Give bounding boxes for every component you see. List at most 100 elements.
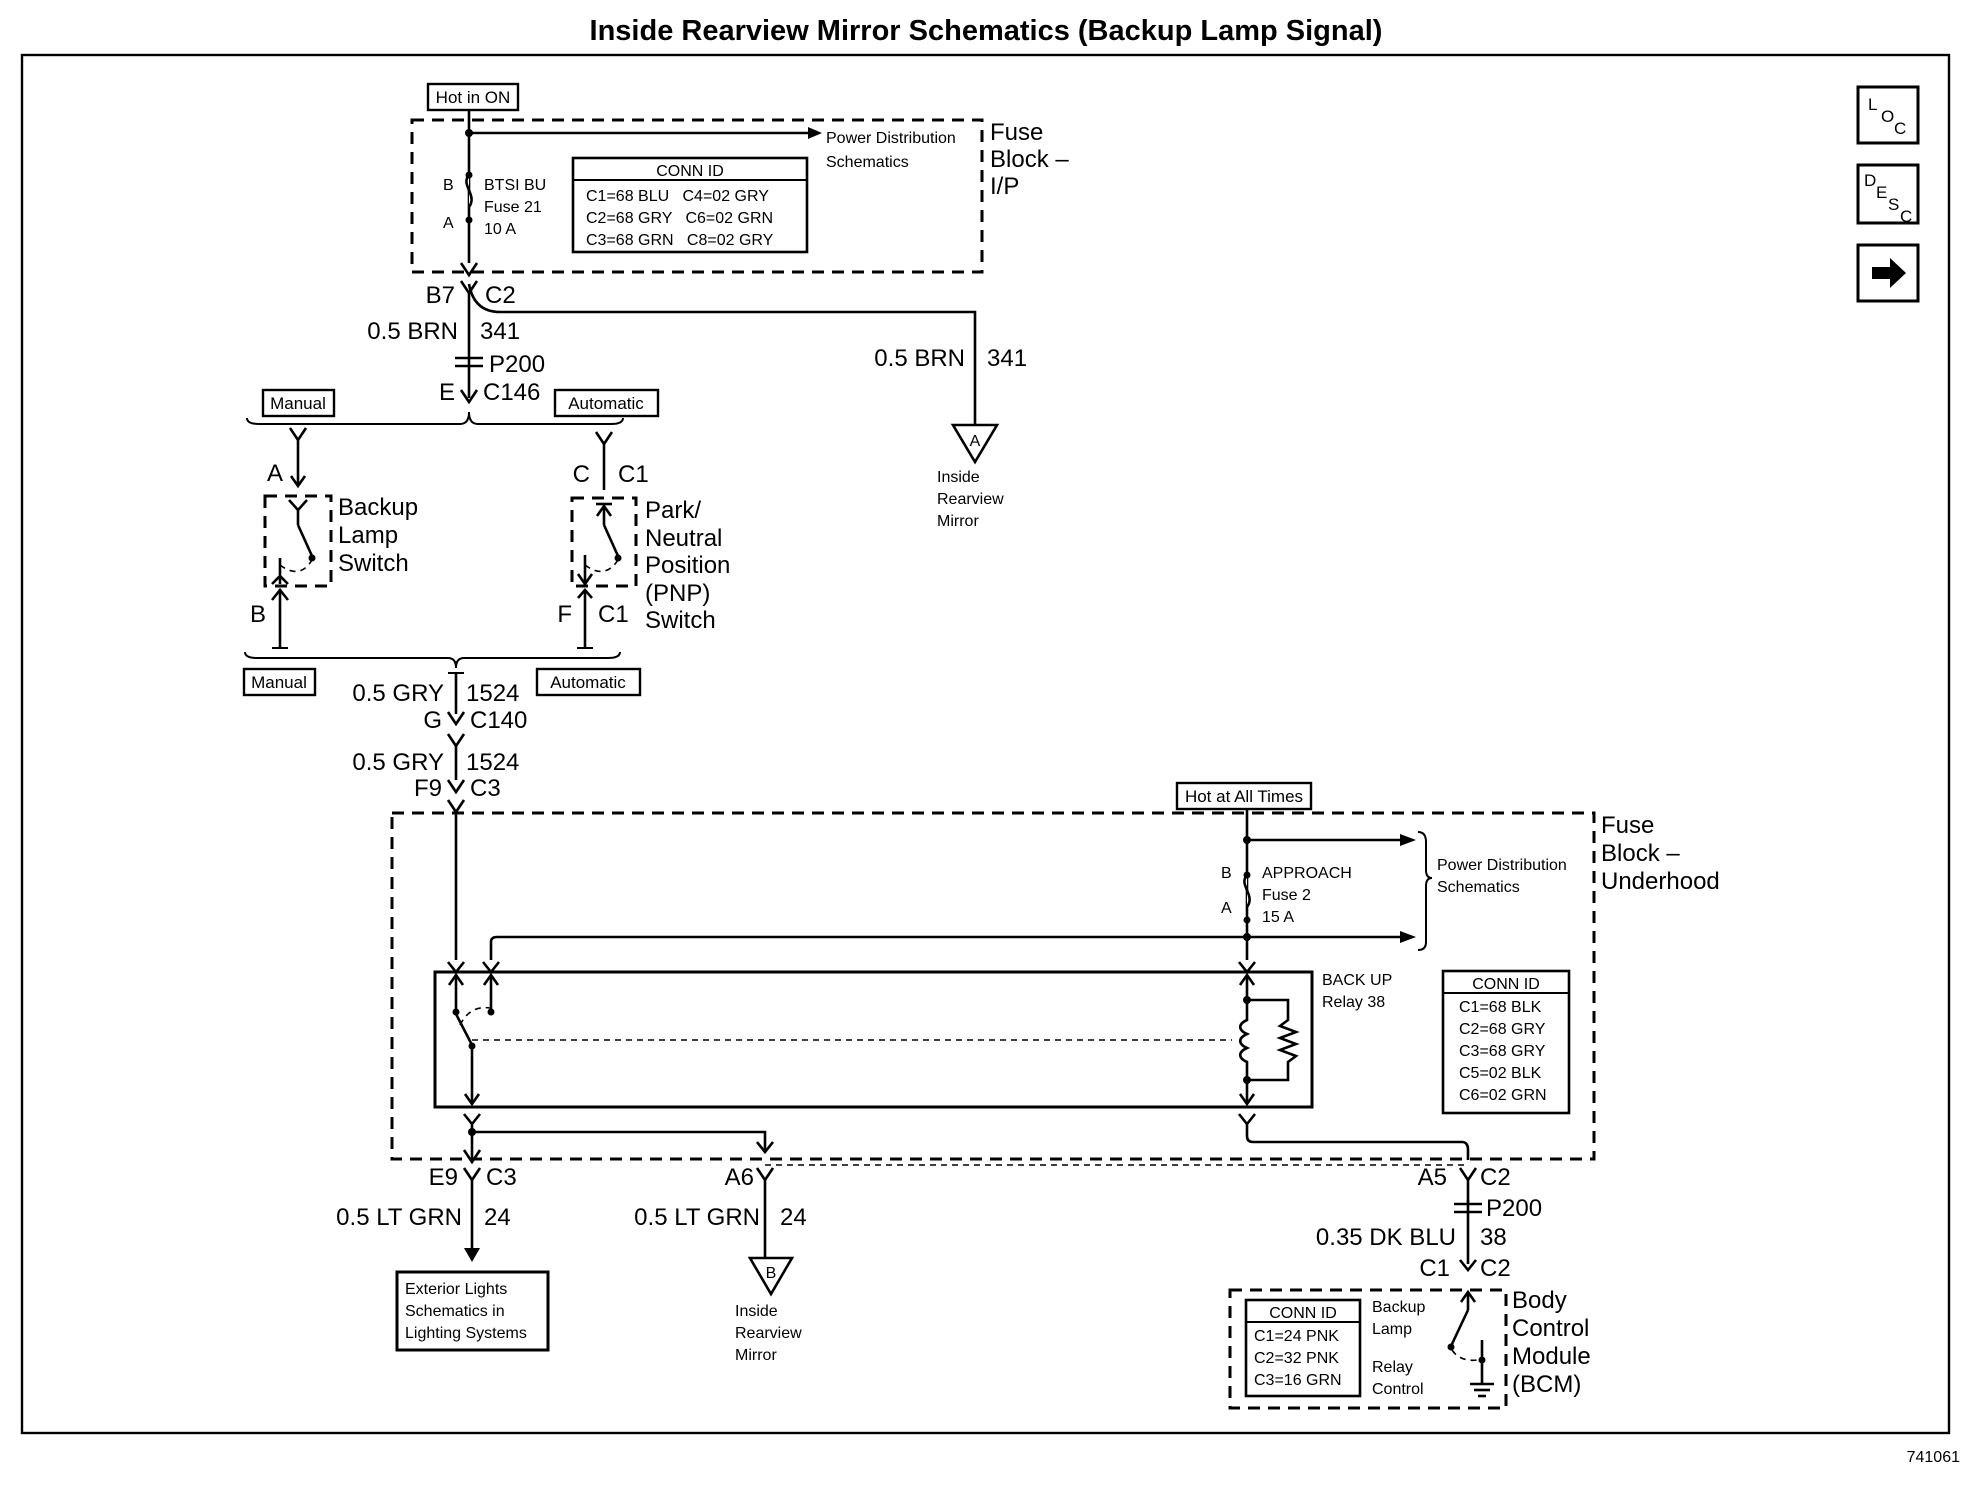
fuse-block-underhood-name-1: Fuse xyxy=(1601,812,1654,839)
loc-o: O xyxy=(1881,107,1894,126)
bcm-relay-control-2: Control xyxy=(1372,1381,1424,1398)
conn-id-underhood-row-2: C2=68 GRY xyxy=(1459,1021,1546,1038)
pin-b-switch: B xyxy=(250,601,266,628)
next-button[interactable] xyxy=(1856,243,1920,303)
loc-c: C xyxy=(1894,119,1906,138)
conn-c3-mid: C3 xyxy=(470,775,501,802)
pnp-switch-name-2: Neutral xyxy=(645,525,722,552)
offpage-a-label-3: Mirror xyxy=(937,513,979,530)
conn-id-underhood-box xyxy=(1441,969,1571,1115)
automatic-top-label-box xyxy=(553,388,660,418)
conn-id-underhood-row-4: C5=02 BLK xyxy=(1459,1065,1542,1082)
wire-0.5-lt-grn-1: 0.5 LT GRN xyxy=(336,1204,462,1231)
wire-0.5-gry-2: 0.5 GRY xyxy=(352,749,444,776)
conn-c1-bcm: C1 xyxy=(1419,1255,1450,1282)
hot-in-on-label-box xyxy=(426,82,520,112)
pnp-switch-name-3: Position xyxy=(645,552,730,579)
top-brace xyxy=(246,411,624,425)
automatic-bottom-label-box xyxy=(535,667,642,697)
fuse-block-ip-name-1: Fuse xyxy=(990,119,1043,146)
arrow-right-icon xyxy=(1872,258,1906,288)
hot-at-all-times-box xyxy=(1175,781,1313,811)
pin-a6: A6 xyxy=(725,1164,754,1191)
relay-switch-contacts xyxy=(447,972,1232,1107)
power-distribution-top-1: Power Distribution xyxy=(826,130,956,147)
fuse-block-ip-name-2: Block – xyxy=(990,146,1069,173)
fuse-block-underhood-boundary xyxy=(390,811,1596,1161)
pin-a-switch: A xyxy=(267,460,283,487)
conn-id-underhood-row-5: C6=02 GRN xyxy=(1459,1087,1547,1104)
backup-lamp-switch-name-1: Backup xyxy=(338,494,418,521)
page-title: Inside Rearview Mirror Schematics (Backu… xyxy=(590,15,1383,47)
conn-c3-bottom: C3 xyxy=(486,1164,517,1191)
bcm-backup-lamp-2: Lamp xyxy=(1372,1321,1412,1338)
fuse-2-name-3: 15 A xyxy=(1262,909,1294,926)
conn-id-ip-box xyxy=(571,156,809,254)
circuit-341-left: 341 xyxy=(480,318,520,345)
splice-p200-bottom-label: P200 xyxy=(1486,1195,1542,1222)
bcm-backup-lamp-1: Backup xyxy=(1372,1299,1425,1316)
offpage-b-triangle xyxy=(747,1256,795,1297)
ground-icon xyxy=(1470,1382,1494,1398)
conn-id-ip-row-1: C1=68 BLU C4=02 GRY xyxy=(586,188,769,205)
manual-bottom-label: Manual xyxy=(251,673,307,692)
backup-relay-name-1: BACK UP xyxy=(1322,972,1392,989)
backup-lamp-switch-symbol xyxy=(271,499,316,585)
splice-p200-bottom xyxy=(1454,1200,1482,1216)
hot-in-on-label: Hot in ON xyxy=(436,88,511,107)
automatic-bottom-label: Automatic xyxy=(550,673,626,692)
splice-p200-top xyxy=(455,354,483,370)
wire-0.5-brn-left: 0.5 BRN xyxy=(367,318,458,345)
pnp-switch-name-4: (PNP) xyxy=(645,580,710,607)
exterior-lights-ref-box[interactable] xyxy=(395,1270,550,1352)
conn-c2-bcm-top: C2 xyxy=(1480,1164,1511,1191)
splice-p200-top-label: P200 xyxy=(489,351,545,378)
fuse-block-underhood-name-3: Underhood xyxy=(1601,868,1720,895)
desc-d: D xyxy=(1864,171,1876,190)
conn-id-ip-row-3: C3=68 GRN C8=02 GRY xyxy=(586,232,774,249)
conn-id-ip-row-2: C2=68 GRY C6=02 GRN xyxy=(586,210,773,227)
desc-s: S xyxy=(1888,195,1899,214)
circuit-1524-2: 1524 xyxy=(466,749,519,776)
conn-c140: C140 xyxy=(470,707,527,734)
bcm-conn-id-box xyxy=(1244,1298,1362,1398)
bcm-conn-id-row-2: C2=32 PNK xyxy=(1254,1350,1339,1367)
pin-c-switch: C xyxy=(573,461,590,488)
fuse-2-term-b: B xyxy=(1221,865,1232,882)
loc-button-label: L xyxy=(1868,95,1877,114)
pnp-switch-symbol xyxy=(576,502,622,587)
pnp-switch-name-5: Switch xyxy=(645,607,716,634)
bcm-boundary xyxy=(1228,1288,1508,1410)
pin-g: G xyxy=(423,707,442,734)
fuse-21-symbol xyxy=(465,174,473,208)
exterior-lights-ref-1: Exterior Lights xyxy=(405,1281,507,1298)
fuse-21-term-b: B xyxy=(443,177,454,194)
fuse-block-ip-name-3: I/P xyxy=(990,173,1019,200)
bcm-switch-symbol xyxy=(1447,1289,1486,1384)
conn-c146: C146 xyxy=(483,379,540,406)
pin-b7: B7 xyxy=(426,282,455,309)
figure-number: 741061 xyxy=(1907,1449,1960,1466)
bcm-conn-id-row-3: C3=16 GRN xyxy=(1254,1372,1342,1389)
conn-id-ip-title: CONN ID xyxy=(656,163,724,180)
power-distribution-underhood-1: Power Distribution xyxy=(1437,857,1567,874)
fuse-21-name-3: 10 A xyxy=(484,221,516,238)
exterior-lights-ref-2: Schematics in xyxy=(405,1303,505,1320)
desc-button[interactable]: D E S C xyxy=(1856,163,1920,226)
bcm-name-1: Body xyxy=(1512,1287,1567,1314)
offpage-b-label-1: Inside xyxy=(735,1303,778,1320)
power-distribution-top-2: Schematics xyxy=(826,154,909,171)
fuse-2-name-2: Fuse 2 xyxy=(1262,887,1311,904)
pin-f-switch: F xyxy=(557,601,572,628)
bcm-name-4: (BCM) xyxy=(1512,1371,1581,1398)
loc-button[interactable]: L O C xyxy=(1856,85,1920,145)
manual-bottom-label-box xyxy=(242,667,317,697)
automatic-top-label: Automatic xyxy=(568,394,644,413)
wire-0.5-lt-grn-2: 0.5 LT GRN xyxy=(634,1204,760,1231)
fuse-21-term-a: A xyxy=(443,215,454,232)
fuse-2-name-1: APPROACH xyxy=(1262,865,1352,882)
circuit-38: 38 xyxy=(1480,1224,1507,1251)
conn-c1-switch-bottom: C1 xyxy=(598,601,629,628)
desc-c: C xyxy=(1900,207,1912,226)
